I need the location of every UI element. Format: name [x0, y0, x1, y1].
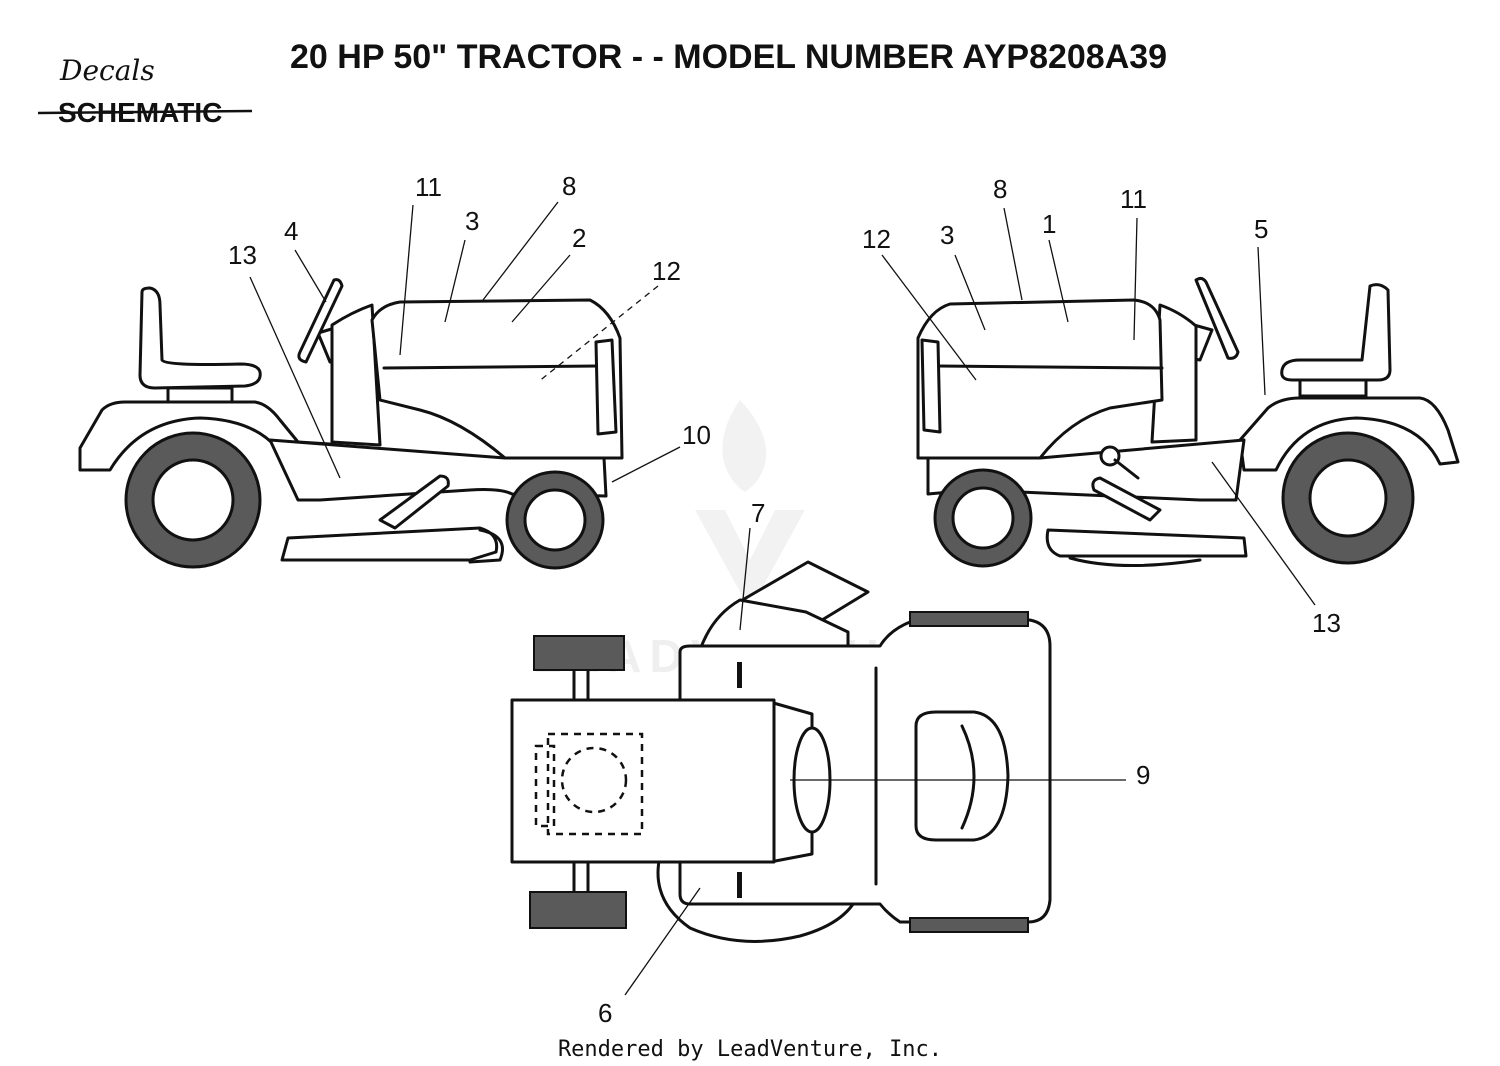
rear-rim: [151, 458, 235, 542]
leader-8: [482, 201, 559, 301]
callout-13: 13: [1312, 608, 1341, 638]
headlight-grille: [594, 338, 618, 436]
seat-base: [1298, 378, 1368, 398]
front-rim: [951, 486, 1015, 550]
handwritten-note: Decals: [59, 54, 155, 87]
leader-13: [249, 276, 341, 479]
rear-rim: [1308, 458, 1388, 538]
rear-tire-top-left: [909, 611, 1029, 627]
chute-base: [698, 598, 850, 654]
callout-8: 8: [562, 171, 576, 201]
dash-tower: [1150, 303, 1198, 444]
seat: [1280, 283, 1392, 382]
leader-7: [739, 527, 751, 631]
leader-12: [881, 254, 977, 381]
headlight-grille: [920, 338, 942, 434]
leader-8: [1003, 207, 1023, 301]
shift-lever: [1113, 458, 1140, 480]
leader-1: [1048, 239, 1069, 323]
steering-wheel: [297, 278, 344, 364]
top-view: 7 9 6: [510, 498, 1150, 1028]
strike-through-line: [37, 109, 253, 115]
diagram-title: 20 HP 50" TRACTOR - - MODEL NUMBER AYP82…: [290, 38, 1167, 76]
hood: [370, 298, 624, 460]
engine-side-outline: [534, 744, 556, 828]
side-mark-upper: [737, 662, 742, 688]
dash-tower: [330, 303, 382, 447]
rear-fender: [1238, 396, 1460, 472]
front-tire-top-right: [529, 891, 627, 929]
callout-12: 12: [862, 224, 891, 254]
callout-9: 9: [1136, 760, 1150, 790]
pedal-linkage: [378, 474, 450, 530]
callout-10: 10: [682, 420, 711, 450]
callout-5: 5: [1254, 214, 1268, 244]
steering-wheel: [1194, 276, 1240, 360]
leader-11: [399, 204, 414, 356]
callout-11: 11: [415, 172, 442, 202]
leader-3: [444, 239, 466, 323]
callout-7: 7: [751, 498, 765, 528]
callout-13: 13: [228, 240, 257, 270]
seat-base: [166, 386, 234, 404]
front-axle-upper: [572, 666, 590, 702]
callout-1: 1: [1042, 209, 1056, 239]
callout-8: 8: [993, 174, 1007, 204]
front-axle-lower: [572, 860, 590, 896]
deck-chute: [468, 528, 504, 564]
seat-back-curve: [960, 724, 976, 830]
deck-skirt: [1068, 556, 1202, 567]
rear-tire-top-right: [909, 917, 1029, 933]
engine-outline: [546, 732, 644, 836]
callout-3: 3: [940, 220, 954, 250]
callout-11: 11: [1120, 184, 1147, 214]
callout-2: 2: [572, 223, 586, 253]
seat-top: [914, 710, 1010, 842]
mower-deck: [280, 526, 499, 562]
leader-12: [537, 285, 659, 383]
leader-4: [294, 249, 327, 303]
front-tire-top-left: [533, 635, 625, 671]
leader-13: [1211, 461, 1316, 606]
hood-top: [510, 698, 776, 864]
hood: [916, 298, 1164, 460]
callout-4: 4: [284, 216, 298, 246]
leader-2: [511, 254, 571, 323]
v-logo-icon: [695, 510, 805, 610]
hood-seam: [382, 364, 600, 370]
engine-circle-outline: [560, 746, 628, 814]
hood-seam: [936, 364, 1164, 370]
callout-3: 3: [465, 206, 479, 236]
flame-icon: [722, 400, 767, 492]
leader-11: [1133, 217, 1138, 341]
side-mark-lower: [737, 872, 742, 898]
leader-6: [624, 887, 701, 996]
callout-6: 6: [598, 998, 612, 1028]
leader-10: [611, 446, 681, 483]
footer-credit: Rendered by LeadVenture, Inc.: [558, 1037, 942, 1062]
mower-deck: [1045, 528, 1248, 558]
callout-12: 12: [652, 256, 681, 286]
leader-3: [954, 254, 986, 331]
right-side-view: 8 11 12 3 1 5 13: [862, 174, 1460, 638]
front-rim: [523, 488, 587, 552]
left-side-view: 11 8 3 2 4 13 12 10: [78, 171, 711, 570]
pedal-linkage: [1091, 476, 1162, 522]
leader-5: [1257, 246, 1266, 396]
seat: [138, 286, 262, 390]
